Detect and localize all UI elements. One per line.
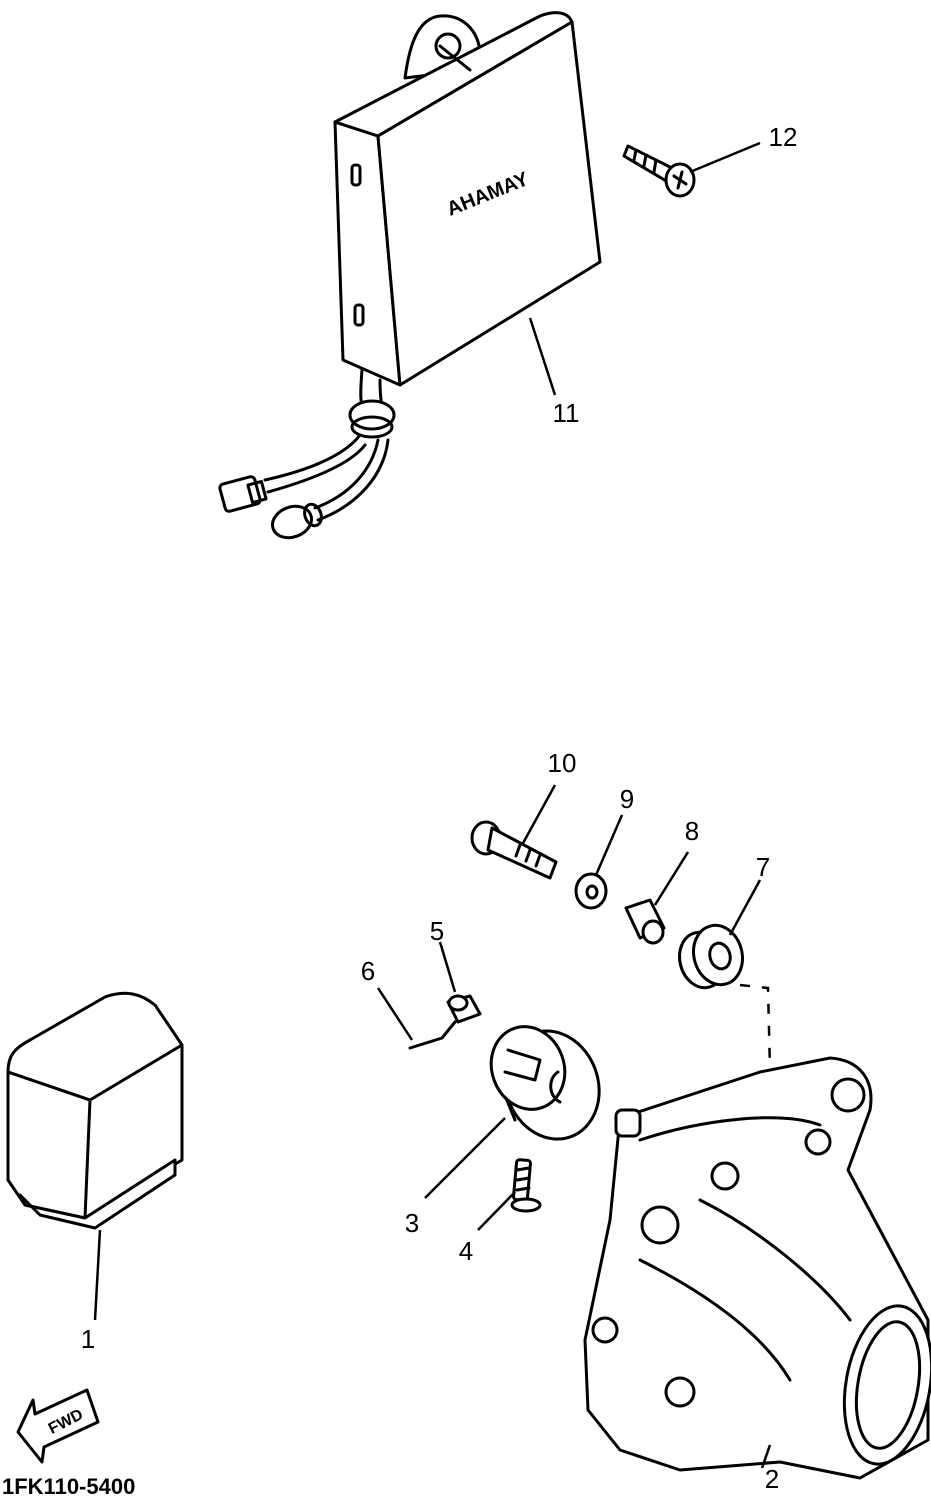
- callout-11: 11: [553, 398, 580, 428]
- relay-part-1: [6, 991, 184, 1230]
- screw-part-12: [622, 144, 696, 198]
- forward-arrow-icon: FWD: [16, 1388, 100, 1464]
- callout-1: 1: [81, 1324, 95, 1354]
- grommet-part-7: [678, 923, 744, 990]
- callout-5: 5: [430, 916, 444, 946]
- pin-part-5: [446, 994, 482, 1024]
- callout-6: 6: [361, 956, 375, 986]
- callout-10: 10: [548, 748, 577, 778]
- bolt-part-10: [470, 820, 558, 880]
- bolt-part-4: [510, 1158, 542, 1213]
- callout-12: 12: [769, 122, 798, 152]
- callout-3: 3: [405, 1208, 419, 1238]
- control-unit-part-11: YAMAHA: [218, 11, 602, 540]
- leader-lines: [93, 141, 772, 1469]
- callout-8: 8: [685, 816, 699, 846]
- callout-4: 4: [459, 1236, 473, 1266]
- housing-part-2: [583, 983, 931, 1480]
- callout-2: 2: [765, 1464, 779, 1494]
- callout-9: 9: [620, 784, 634, 814]
- diagram-code: 1FK110-5400: [2, 1474, 135, 1499]
- callout-7: 7: [756, 852, 770, 882]
- collar-part-8: [624, 898, 666, 945]
- washer-part-9: [574, 872, 608, 910]
- clip-part-6: [408, 1020, 457, 1050]
- gear-part-3: [489, 1025, 601, 1141]
- callout-numbers: 1 2 3 4 5 6 7 8 9 10 11 12: [81, 122, 798, 1494]
